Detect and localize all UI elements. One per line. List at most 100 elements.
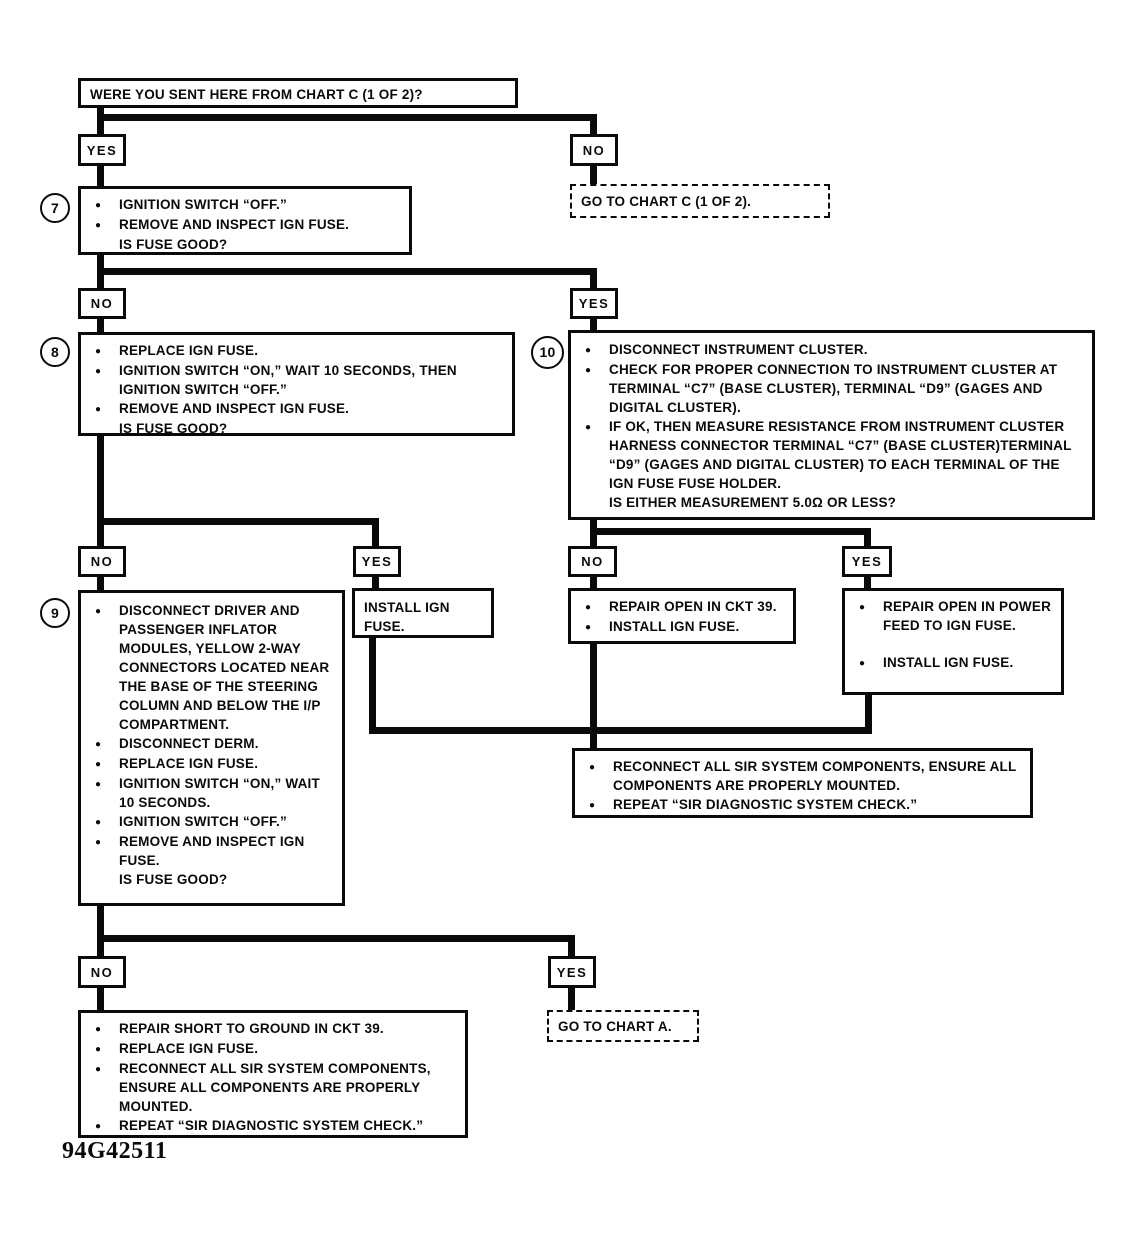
reconnect-sir-box: ● RECONNECT ALL SIR SYSTEM COMPONENTS, E…: [572, 748, 1033, 818]
step-bullet: IGNITION SWITCH “OFF.”: [119, 814, 287, 829]
no-label-5: NO: [78, 956, 126, 988]
goto-chart-c-text: GO TO CHART C (1 OF 2).: [581, 193, 752, 209]
repair-ckt39-box: ● REPAIR OPEN IN CKT 39. ● INSTALL IGN F…: [568, 588, 796, 644]
step-number-9: 9: [40, 598, 70, 628]
bullet-icon: ●: [95, 404, 102, 415]
yes-text: YES: [578, 296, 610, 311]
connector-line: [97, 518, 379, 525]
bullet-icon: ●: [585, 602, 592, 613]
yes-label-3: YES: [353, 546, 401, 577]
step-box-9: ● DISCONNECT DRIVER AND PASSENGER INFLAT…: [78, 590, 345, 906]
no-text: NO: [90, 296, 114, 311]
step-bullet: IF OK, THEN MEASURE RESISTANCE FROM INST…: [609, 419, 1072, 491]
bullet-spacer: [89, 235, 119, 236]
bullet-icon: ●: [95, 200, 102, 211]
bullet-icon: ●: [585, 345, 592, 356]
connector-line: [97, 114, 597, 121]
step-bullet: DISCONNECT DRIVER AND PASSENGER INFLATOR…: [119, 603, 330, 732]
step-box-7: ● IGNITION SWITCH “OFF.” ● REMOVE AND IN…: [78, 186, 412, 255]
step-question: IS FUSE GOOD?: [119, 237, 228, 252]
bullet-icon: ●: [95, 366, 102, 377]
repair-short-box: ● REPAIR SHORT TO GROUND IN CKT 39. ● RE…: [78, 1010, 468, 1138]
step-bullet: REPAIR SHORT TO GROUND IN CKT 39.: [119, 1021, 384, 1036]
step-bullet: REPAIR OPEN IN CKT 39.: [609, 599, 777, 614]
install-ign-fuse-box: INSTALL IGN FUSE.: [352, 588, 494, 638]
bullet-icon: ●: [95, 759, 102, 770]
connector-line: [97, 434, 104, 548]
bullet-icon: ●: [585, 622, 592, 633]
bullet-icon: ●: [95, 817, 102, 828]
step-number-text: 8: [51, 343, 59, 360]
connector-line: [590, 268, 597, 290]
step-bullet: IGNITION SWITCH “OFF.”: [119, 197, 287, 212]
connector-line: [372, 575, 379, 590]
bullet-icon: ●: [589, 800, 596, 811]
yes-label-5: YES: [548, 956, 596, 988]
bullet-icon: ●: [95, 837, 102, 848]
step-question: IS FUSE GOOD?: [119, 421, 228, 436]
yes-text: YES: [851, 554, 883, 569]
connector-line: [97, 935, 575, 942]
step-bullet: REPEAT “SIR DIAGNOSTIC SYSTEM CHECK.”: [119, 1118, 424, 1133]
bullet-icon: ●: [95, 1044, 102, 1055]
connector-line: [97, 317, 104, 334]
figure-number: 94G42511: [62, 1138, 168, 1164]
step-box-8: ● REPLACE IGN FUSE. ● IGNITION SWITCH “O…: [78, 332, 515, 436]
no-label-1: NO: [570, 134, 618, 166]
step-box-10: ● DISCONNECT INSTRUMENT CLUSTER. ● CHECK…: [568, 330, 1095, 520]
step-bullet: INSTALL IGN FUSE.: [609, 619, 740, 634]
bullet-icon: ●: [95, 1024, 102, 1035]
step-bullet: REMOVE AND INSPECT IGN FUSE.: [119, 217, 350, 232]
bullet-icon: ●: [95, 779, 102, 790]
bullet-icon: ●: [95, 1121, 102, 1132]
goto-chart-a-text: GO TO CHART A.: [558, 1018, 672, 1034]
bullet-icon: ●: [95, 346, 102, 357]
step-number-8: 8: [40, 337, 70, 367]
bullet-spacer: [579, 493, 609, 494]
connector-line: [568, 935, 575, 958]
goto-chart-a-box: GO TO CHART A.: [547, 1010, 699, 1042]
step-bullet: REPLACE IGN FUSE.: [119, 1041, 259, 1056]
bullet-icon: ●: [95, 1064, 102, 1075]
connector-line: [372, 518, 379, 548]
step-bullet: REPLACE IGN FUSE.: [119, 343, 259, 358]
yes-label-4: YES: [842, 546, 892, 577]
connector-line: [568, 986, 575, 1012]
no-label-4: NO: [568, 546, 617, 577]
connector-line: [590, 114, 597, 136]
step-number-10: 10: [531, 336, 564, 369]
yes-text: YES: [556, 964, 588, 980]
no-text: NO: [582, 142, 606, 158]
connector-line: [864, 528, 871, 548]
yes-text: YES: [86, 142, 118, 158]
bullet-spacer: [89, 419, 119, 420]
step-bullet: REPLACE IGN FUSE.: [119, 756, 259, 771]
step-bullet: REPAIR OPEN IN POWER FEED TO IGN FUSE.: [883, 599, 1052, 633]
step-bullet: RECONNECT ALL SIR SYSTEM COMPONENTS, ENS…: [613, 759, 1017, 793]
connector-line: [590, 164, 597, 186]
step-number-7: 7: [40, 193, 70, 223]
step-bullet: INSTALL IGN FUSE.: [883, 655, 1014, 670]
connector-line: [97, 986, 104, 1012]
repair-power-feed-box: ● REPAIR OPEN IN POWER FEED TO IGN FUSE.…: [842, 588, 1064, 695]
connector-line: [97, 268, 597, 275]
yes-label-2: YES: [570, 288, 618, 319]
step-bullet: IGNITION SWITCH “ON,” WAIT 10 SECONDS, T…: [119, 363, 457, 397]
step-question: IS EITHER MEASUREMENT 5.0Ω OR LESS?: [609, 495, 897, 510]
no-label-3: NO: [78, 546, 126, 577]
bullet-icon: ●: [95, 739, 102, 750]
connector-line: [97, 107, 104, 135]
no-text: NO: [90, 964, 114, 980]
bullet-icon: ●: [585, 422, 592, 433]
connector-line: [864, 575, 871, 590]
step-number-text: 7: [51, 199, 59, 216]
step-number-text: 10: [539, 344, 556, 360]
bullet-spacer: [89, 870, 119, 871]
connector-line: [369, 636, 376, 734]
no-text: NO: [581, 554, 604, 569]
step-question: IS FUSE GOOD?: [119, 872, 228, 887]
no-text: NO: [90, 554, 114, 569]
bullet-icon: ●: [589, 762, 596, 773]
yes-label-1: YES: [78, 134, 126, 166]
